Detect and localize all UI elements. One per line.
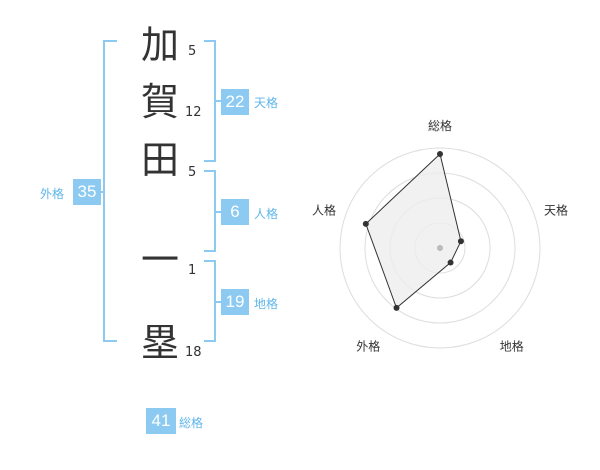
name-char-1: 加 (140, 23, 179, 67)
radar-axis-label-4: 外格 (356, 339, 380, 354)
radar-point-3 (447, 259, 454, 266)
stroke-count-4: 1 (188, 263, 197, 278)
chikaku-label: 地格 (254, 297, 279, 311)
tenkaku-bracket-tick (214, 100, 222, 102)
stroke-count-3: 5 (188, 165, 197, 180)
gaikaku-bracket (103, 40, 117, 342)
stroke-count-2: 12 (185, 105, 202, 120)
name-char-3: 田 (140, 138, 179, 182)
radar-point-5 (362, 220, 369, 227)
radar-point-1 (437, 151, 443, 157)
gaikaku-label: 外格 (40, 187, 65, 201)
chikaku-badge: 19 (221, 289, 249, 315)
jinkaku-bracket-tick (214, 211, 222, 213)
tenkaku-label: 天格 (254, 96, 279, 110)
stroke-count-1: 5 (188, 44, 197, 59)
name-char-2: 賀 (140, 80, 179, 124)
gaikaku-badge: 35 (73, 179, 101, 205)
radar-axis-label-5: 人格 (312, 202, 336, 217)
name-char-4: 一 (140, 238, 179, 282)
jinkaku-label: 人格 (254, 207, 279, 221)
radar-point-4 (393, 304, 400, 311)
radar-axis-label-3: 地格 (500, 339, 524, 354)
gaikaku-bracket-tick (97, 191, 105, 193)
chikaku-bracket-tick (214, 301, 222, 303)
radar-point-2 (457, 238, 464, 245)
name-char-5: 塁 (140, 321, 179, 365)
radar-ring (339, 147, 541, 349)
stroke-count-5: 18 (185, 345, 202, 360)
soukaku-label: 総格 (179, 416, 204, 430)
radar-axis-label-1: 総格 (428, 118, 452, 133)
soukaku-badge: 41 (146, 408, 176, 434)
radar-area (365, 153, 462, 309)
radar-center-dot (437, 245, 443, 251)
jinkaku-badge: 6 (221, 199, 249, 225)
tenkaku-badge: 22 (221, 89, 249, 115)
radar-axis-label-2: 天格 (544, 202, 568, 217)
